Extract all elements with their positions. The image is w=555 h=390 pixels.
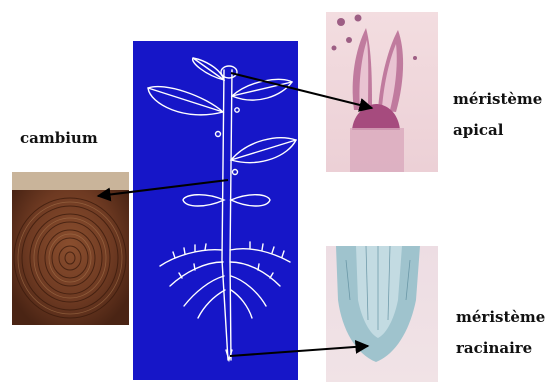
label-root-meristem-line2: racinaire xyxy=(456,341,532,356)
root-meristem-micrograph xyxy=(326,246,438,382)
apical-meristem-micrograph xyxy=(326,12,438,172)
label-cambium: cambium xyxy=(20,131,98,146)
label-apical-meristem-line2: apical xyxy=(453,123,503,138)
label-apical-meristem-line1: méristème xyxy=(453,92,542,107)
plant-panel xyxy=(133,41,298,380)
label-root-meristem-line1: méristème xyxy=(456,310,545,325)
